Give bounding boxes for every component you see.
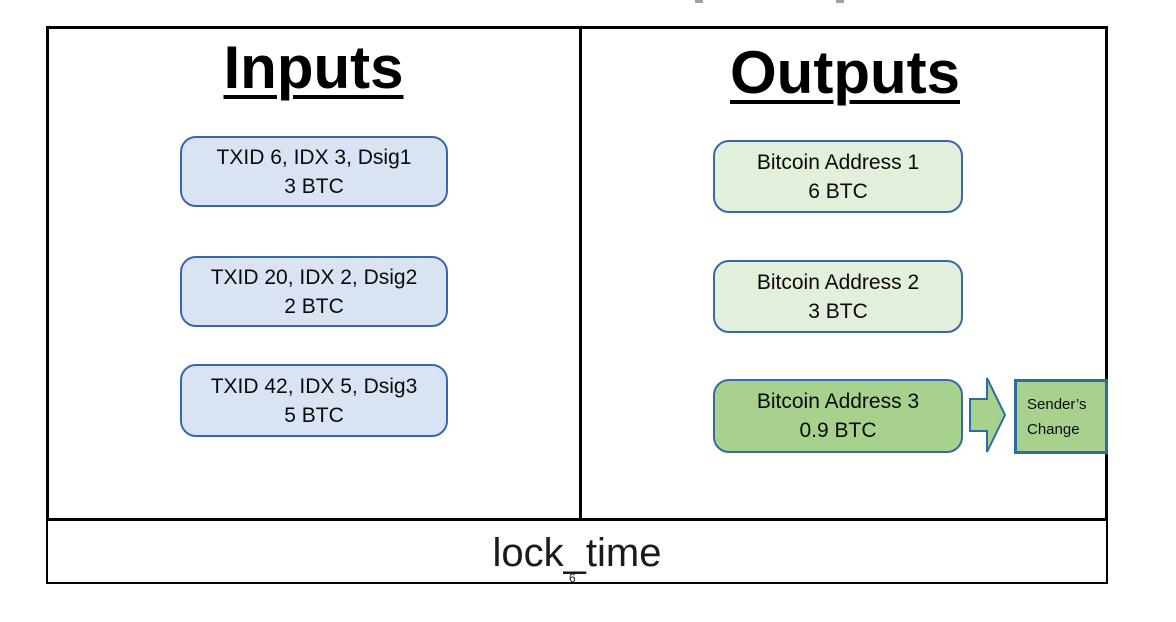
outputs-title: Outputs [582, 39, 1108, 107]
output-2-address: Bitcoin Address 2 [756, 270, 920, 294]
cropped-text-fragment [836, 0, 844, 3]
inputs-title: Inputs [46, 34, 581, 102]
output-box-1: Bitcoin Address 1 6 BTC [713, 140, 963, 213]
output-3-amount: 0.9 BTC [799, 419, 877, 442]
input-3-amount: 5 BTC [284, 403, 344, 427]
inputs-title-text: Inputs [223, 34, 404, 101]
transaction-outline [46, 26, 1108, 521]
input-box-1: TXID 6, IDX 3, Dsig1 3 BTC [180, 136, 448, 207]
senders-change-box: Sender’s Change [1014, 379, 1108, 454]
input-box-2: TXID 20, IDX 2, Dsig2 2 BTC [180, 256, 448, 327]
output-3-address: Bitcoin Address 3 [756, 390, 920, 413]
right-arrow-icon [969, 377, 1007, 453]
lock-time-row: lock_time 6 [46, 521, 1108, 584]
input-box-3: TXID 42, IDX 5, Dsig3 5 BTC [180, 364, 448, 437]
input-2-amount: 2 BTC [284, 294, 344, 318]
inputs-outputs-divider [579, 26, 582, 521]
senders-change-line1: Sender’s [1027, 395, 1087, 413]
output-1-amount: 6 BTC [808, 179, 868, 203]
senders-change-line2: Change [1027, 420, 1080, 438]
slide-page-number: 6 [569, 571, 576, 584]
input-1-amount: 3 BTC [284, 174, 344, 198]
output-box-2: Bitcoin Address 2 3 BTC [713, 260, 963, 333]
outputs-title-text: Outputs [730, 39, 960, 106]
lock-time-label: lock_time [492, 531, 662, 575]
output-box-3-change: Bitcoin Address 3 0.9 BTC [713, 379, 963, 453]
input-2-id: TXID 20, IDX 2, Dsig2 [210, 265, 418, 289]
output-2-amount: 3 BTC [808, 299, 868, 323]
input-3-id: TXID 42, IDX 5, Dsig3 [210, 374, 418, 398]
input-1-id: TXID 6, IDX 3, Dsig1 [216, 145, 412, 169]
cropped-text-fragment [695, 0, 703, 3]
output-1-address: Bitcoin Address 1 [756, 150, 920, 174]
